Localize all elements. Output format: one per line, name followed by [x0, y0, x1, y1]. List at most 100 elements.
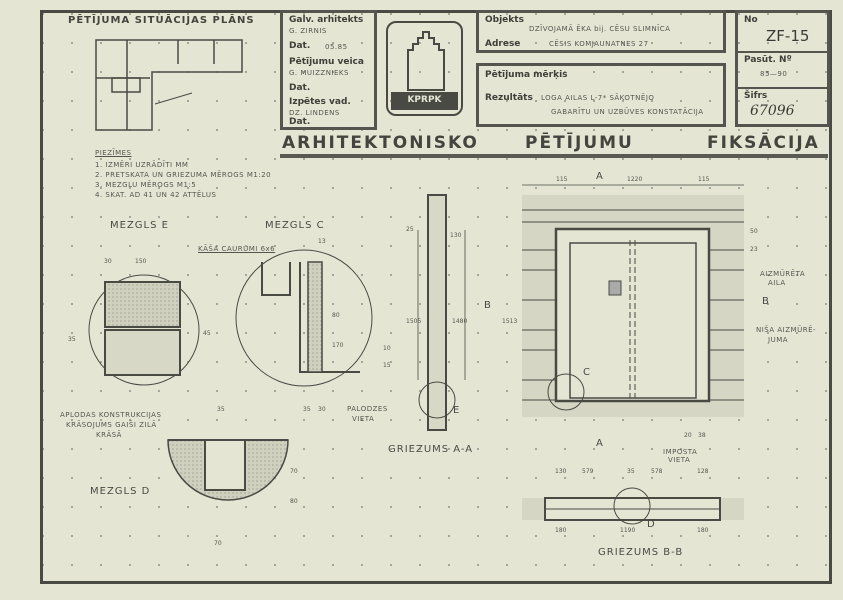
- cipher-value: 67096: [750, 103, 795, 119]
- dim-d-70: 70: [290, 468, 298, 475]
- dim-el-115a: 115: [556, 176, 568, 183]
- node-d-title: MEZGLS D: [90, 486, 151, 497]
- date1-label: Dat.: [289, 41, 311, 51]
- node-c-title: MEZGLS C: [265, 220, 325, 231]
- dim-c-30: 30: [318, 406, 326, 413]
- dim-bb-578: 578: [651, 468, 663, 475]
- logo-text: KPRPK: [407, 95, 442, 105]
- dim-aa-1480: 1480: [452, 318, 468, 325]
- niche-1: NIŠA AIZMŪRĒ-: [756, 326, 817, 334]
- section-bb-title: GRIEZUMS B-B: [598, 547, 684, 558]
- dim-aa-1505: 1505: [406, 318, 422, 325]
- paint-note-1: APLODAS KONSTRUKCIJAS: [60, 411, 162, 419]
- dim-bb-128: 128: [697, 468, 709, 475]
- note-3: 3. MEZGLU MĒROGS M1:5: [95, 181, 197, 189]
- dim-e-30: 30: [104, 258, 112, 265]
- result-label: Rezultāts: [485, 93, 533, 103]
- dim-bb-180a: 180: [555, 527, 567, 534]
- research-by-name: G. MUIZZNIEKS: [289, 69, 349, 77]
- dim-el-1513: 1513: [502, 318, 518, 325]
- dim-el-1220: 1220: [627, 176, 643, 183]
- notes-title: PIEZĪMES: [95, 149, 132, 157]
- section-bb-drawing: [522, 487, 744, 525]
- ids-block: No ZF-15 Pasūt. Nº 85—90 Šifrs 67096: [735, 10, 830, 127]
- paint-note-2: KRĀSOJUMS GAIŠI ZILĀ: [66, 421, 157, 429]
- walled-opening-1: AIZMŪRĒTA: [760, 270, 806, 278]
- marker-a-top: A: [596, 171, 604, 182]
- address-value: CĒSIS KOMJAUNATNES 27: [549, 40, 649, 48]
- result-line2: GABARĪTU UN UZBŪVES KONSTATĀCIJA: [551, 108, 704, 116]
- paint-note-3: KRĀSĀ: [96, 431, 122, 439]
- dim-el-50: 50: [750, 228, 758, 235]
- dim-bb-130: 130: [555, 468, 567, 475]
- chief-architect-name: G. ZIRNIS: [289, 27, 327, 35]
- address-label: Adrese: [485, 39, 521, 49]
- chief-architect-label: Galv. arhitekts: [289, 15, 364, 25]
- walled-opening-2: AILA: [768, 279, 786, 287]
- dim-aa-130: 130: [450, 232, 462, 239]
- dim-c-80: 80: [332, 312, 340, 319]
- purpose-label: Pētījuma mērķis: [485, 70, 568, 80]
- transom-1: IMPOSTA: [663, 448, 698, 456]
- dim-bb-180b: 180: [697, 527, 709, 534]
- node-e-drawing: [88, 274, 200, 386]
- marker-b-left: B: [484, 300, 492, 311]
- marker-e: E: [453, 405, 461, 416]
- transom-2: VIETA: [668, 456, 691, 464]
- survey-lead-name: DZ. LINDENS: [289, 109, 340, 117]
- section-aa-title: GRIEZUMS A-A: [388, 444, 474, 455]
- dim-c-170: 170: [332, 342, 344, 349]
- sheet-frame: [40, 10, 832, 584]
- dim-e-45: 45: [203, 330, 211, 337]
- order-label: Pasūt. Nº: [744, 55, 792, 65]
- site-plan-title: PĒTĪJUMA SITUĀCIJAS PLĀNS: [68, 15, 255, 26]
- order-value: 85—90: [760, 70, 788, 78]
- banner-word-2: PĒTĪJUMU: [525, 133, 634, 153]
- kasa-note: KĀŠA CAURUMI 6x6: [198, 245, 276, 253]
- node-d-drawing: [167, 439, 289, 501]
- tower-logo-icon: [407, 31, 445, 91]
- no-label: No: [744, 15, 758, 25]
- dim-aa-25: 25: [406, 226, 414, 233]
- date3-label: Dat.: [289, 117, 311, 127]
- date2-label: Dat.: [289, 83, 311, 93]
- dim-e-35: 35: [68, 336, 76, 343]
- section-aa-drawing: [417, 194, 466, 431]
- dim-el-20: 20: [684, 432, 692, 439]
- purpose-block: Pētījuma mērķis Rezultāts LOGA AILAS L-7…: [476, 63, 726, 127]
- no-value: ZF-15: [766, 27, 810, 45]
- dim-d-70b: 70: [214, 540, 222, 547]
- dim-el-115b: 115: [698, 176, 710, 183]
- niche-2: JUMA: [768, 336, 789, 344]
- dim-bb-35: 35: [627, 468, 635, 475]
- note-4: 4. SKAT. AD 41 UN 42 ATTĒLUS: [95, 191, 217, 199]
- note-1: 1. IZMĒRI UZRĀDĪTI MM: [95, 161, 189, 169]
- site-plan-panel: PĒTĪJUMA SITUĀCIJAS PLĀNS: [60, 10, 280, 135]
- elevation-drawing: [522, 184, 744, 417]
- marker-c: C: [583, 367, 591, 378]
- marker-b-right: B: [762, 296, 770, 307]
- logo-frame: [386, 21, 463, 116]
- marker-d: D: [647, 519, 656, 530]
- sill-note-1: PALODZES: [347, 405, 388, 413]
- sill-note-2: VIETA: [352, 415, 375, 423]
- dim-c-13: 13: [318, 238, 326, 245]
- banner-word-3: FIKSĀCIJA: [707, 133, 820, 153]
- node-e-title: MEZGLS E: [110, 220, 169, 231]
- dim-bb-579: 579: [582, 468, 594, 475]
- survey-lead-label: Izpētes vad.: [289, 97, 351, 107]
- dim-c-10: 10: [383, 345, 391, 352]
- result-line1: LOGA AILAS L-7* SĀKOTNĒJO: [541, 94, 655, 102]
- dim-el-38: 38: [698, 432, 706, 439]
- dim-d-35: 35: [217, 406, 225, 413]
- site-plan-drawing: [95, 39, 243, 131]
- object-label: Objekts: [485, 15, 524, 25]
- dim-d-80: 80: [290, 498, 298, 505]
- dim-el-23: 23: [750, 246, 758, 253]
- dim-c-35: 35: [303, 406, 311, 413]
- note-2: 2. PRETSKATA UN GRIEZUMA MĒROGS M1:20: [95, 171, 272, 179]
- research-by-label: Pētījumu veica: [289, 57, 364, 67]
- date1-value: 05.85: [325, 43, 348, 51]
- object-value: DZĪVOJAMĀ ĒKA bij. CĒSU SLIMNĪCA: [529, 25, 671, 33]
